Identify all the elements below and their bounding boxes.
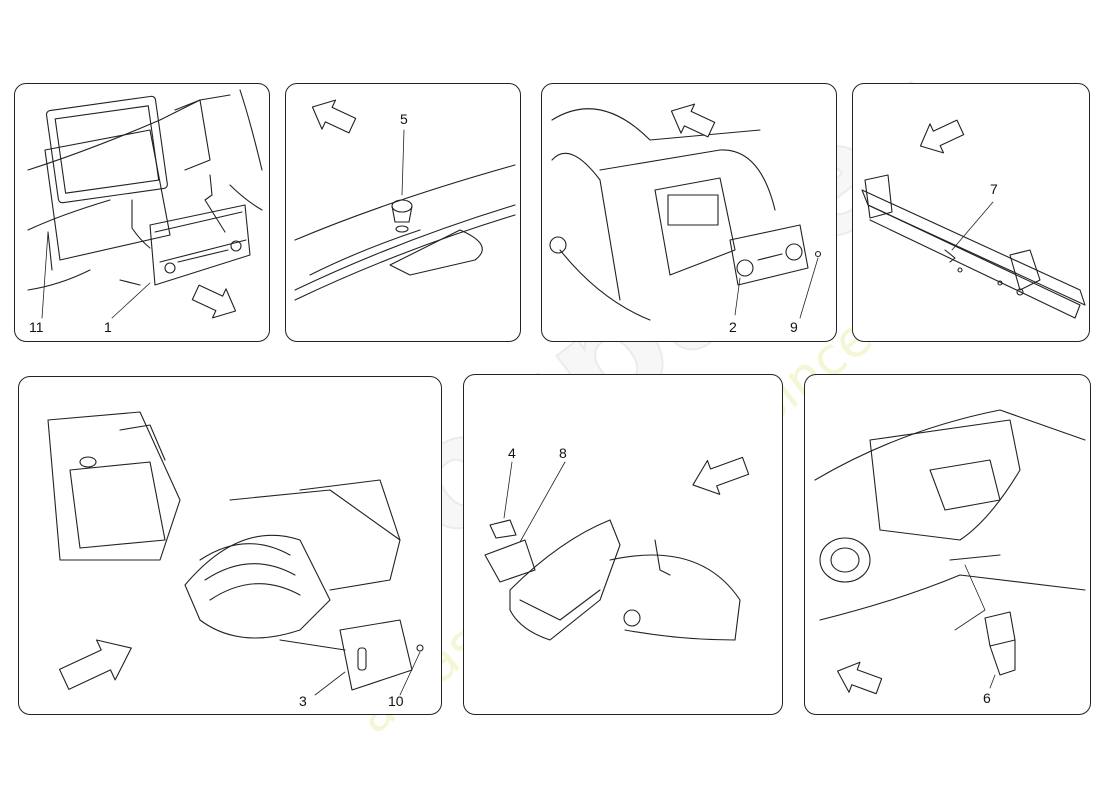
arrow-icon	[311, 99, 357, 134]
crossbeam-drawing	[861, 174, 1086, 319]
arrow-icon	[670, 103, 716, 138]
climate-control-drawing	[549, 108, 822, 321]
arrow-icon	[58, 639, 132, 690]
callout-7: 7	[990, 181, 998, 197]
arrow-icon	[692, 456, 750, 495]
callout-3: 3	[299, 693, 307, 709]
diagram-panel-tunnel-switch	[804, 374, 1091, 715]
callout-9: 9	[790, 319, 798, 335]
arrow-icon	[919, 119, 965, 154]
callout-4: 4	[508, 445, 516, 461]
hvac-module-drawing	[47, 411, 424, 691]
tunnel-switch-drawing	[814, 409, 1086, 676]
callout-10: 10	[388, 693, 404, 709]
callout-11: 11	[29, 319, 44, 335]
callout-5: 5	[400, 111, 408, 127]
callout-1: 1	[104, 319, 112, 335]
dash-sensor-drawing	[294, 164, 516, 301]
diagram-panel-mirror-sensor	[463, 374, 783, 715]
arrow-icon	[837, 661, 883, 695]
mirror-sensor-drawing	[484, 519, 741, 641]
callout-8: 8	[559, 445, 567, 461]
callout-2: 2	[729, 319, 737, 335]
callout-6: 6	[983, 690, 991, 706]
arrow-icon	[191, 284, 237, 319]
radio-unit-drawing	[27, 89, 263, 291]
